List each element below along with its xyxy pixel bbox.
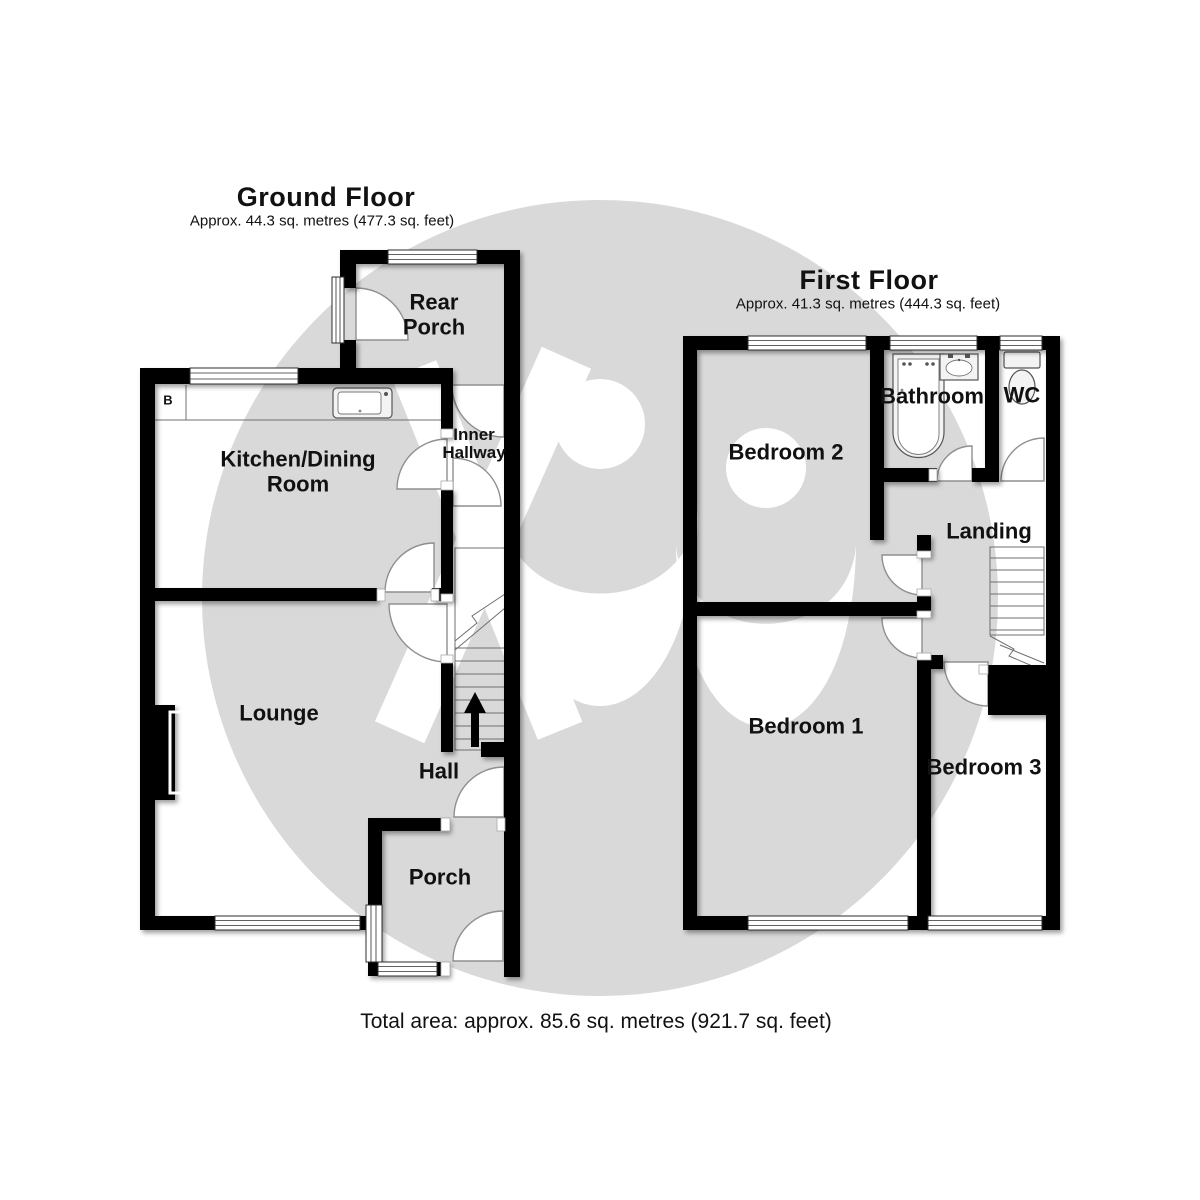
first-floor-area: Approx. 41.3 sq. metres (444.3 sq. feet) [735,295,1001,313]
ff-right-wall [1046,336,1060,930]
room-label-hall: Hall [418,758,460,784]
kitchen-sink-fixture [332,387,393,419]
windows [189,249,1043,977]
fireplace-icon [168,710,194,795]
inner-hallway-bottom-door-swing [452,457,502,507]
hall-door-swing [453,766,505,818]
room-label-kitchen-dining: Kitchen/Dining Room [220,446,376,496]
kitchen-door-swing [396,438,448,490]
ground-floor-stairs [454,547,506,751]
room-label-lounge: Lounge [239,700,319,726]
room-label-rear-porch: Rear Porch [402,289,466,339]
lounge-door-swing [388,603,448,663]
lounge-window [214,915,361,931]
door-swings [355,287,1045,962]
ff-bathroom-wc-wall [985,350,999,468]
bathroom-window [889,335,978,351]
porch-side-window [365,904,383,963]
ff-bedroom3-top-wall [931,655,943,669]
gf-hallway-wall [441,384,453,437]
kitchen-window [189,367,299,385]
watermark-person-head-icon [726,428,806,508]
ground-floor-title: Ground Floor [236,181,416,212]
watermark-person-body-icon [502,508,698,706]
toilet-fixture [1003,351,1041,405]
gf-hall-porch-wall [368,818,449,831]
ff-bedroom1-bedroom3-wall [917,660,931,930]
bath-fixture [892,353,945,459]
ff-left-wall [683,336,697,930]
total-area-text: Total area: approx. 85.6 sq. metres (921… [360,1010,832,1034]
ff-stair-bulkhead [988,665,1046,715]
gf-stairs-wall [441,662,453,752]
rear-porch-door-glazing [331,276,345,344]
ff-bathroom-bottom-wall [870,468,937,482]
front-door-swing [452,910,504,962]
bedroom3-window [927,915,1043,931]
rear-porch-door-swing [355,287,409,341]
kitchen-counter [155,385,441,421]
porch-front-window [377,961,438,977]
ff-landing-wall [917,593,931,602]
room-label-bedroom2: Bedroom 2 [728,439,844,465]
bedroom2-window [747,335,867,351]
stairs-up-arrow-icon [464,692,486,747]
wc-window [999,335,1043,351]
room-label-porch: Porch [408,864,472,890]
rear-porch-window [387,249,478,265]
watermark-person-head-icon [555,379,645,469]
gf-stairs-foot-wall [481,742,506,757]
wc-door-swing [1000,437,1045,482]
boiler-marker: B [163,392,173,408]
room-label-landing: Landing [946,518,1032,544]
first-floor-title: First Floor [799,264,939,295]
door-jambs [376,428,989,977]
gf-right-wall [504,250,520,977]
room-label-inner-hallway: Inner Hallway [442,425,506,462]
ff-bathroom-bottom-wall [972,468,999,482]
room-label-wc: WC [1003,382,1041,408]
gf-left-wall [140,368,155,930]
watermark-person-body-icon [676,545,856,728]
bedroom3-door-swing [943,661,989,707]
ff-bedroom2-right-wall [870,350,884,540]
room-label-bathroom: Bathroom [880,383,984,409]
room-label-bedroom3: Bedroom 3 [926,754,1042,780]
bedroom1-window [747,915,909,931]
room-label-bedroom1: Bedroom 1 [748,713,864,739]
basin-fixture [939,353,979,381]
first-floor-stairs [989,546,1045,672]
ff-bedroom2-bottom-wall [683,602,931,616]
kitchen-lounge-door-swing [384,542,435,593]
gf-kitchen-lounge-wall [140,588,377,601]
ground-floor-area: Approx. 44.3 sq. metres (477.3 sq. feet) [189,212,455,230]
gf-hallway-wall [441,489,453,601]
